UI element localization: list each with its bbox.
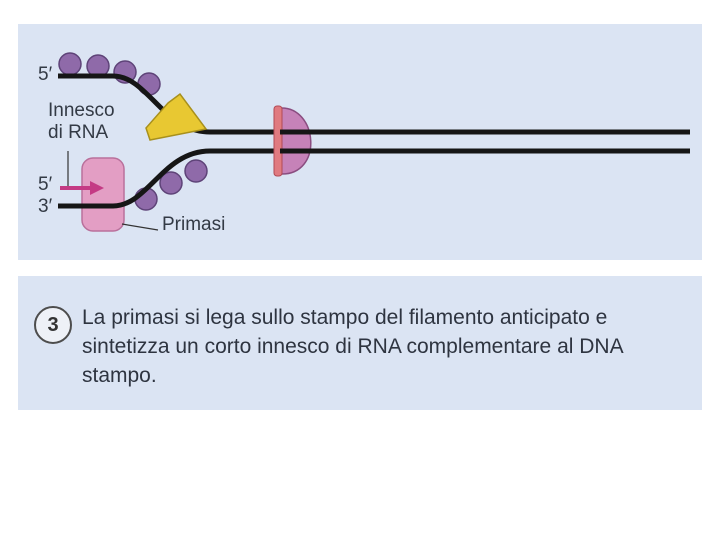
caption-panel: 3 La primasi si lega sullo stampo del fi… xyxy=(18,276,702,410)
primase-shape xyxy=(81,157,125,232)
caption-text: La primasi si lega sullo stampo del fila… xyxy=(82,306,623,387)
step-number-badge: 3 xyxy=(34,306,72,344)
synthesis-arrow-head xyxy=(90,181,104,195)
five-prime-label-bottom: 5′ xyxy=(38,174,53,195)
primase-label: Primasi xyxy=(162,214,226,235)
dna-bottom-strand xyxy=(58,148,690,209)
rna-primer-shape xyxy=(145,92,208,141)
three-prime-label-bottom: 3′ xyxy=(38,196,53,217)
helicase-shape xyxy=(273,105,312,177)
rna-primer-label-line1: Innesco xyxy=(48,100,115,121)
diagram-panel: 5′ Innesco di RNA 5′ 3′ Primasi xyxy=(18,24,702,260)
rna-primer-label-line2: di RNA xyxy=(48,122,109,143)
primase-pointer-line xyxy=(121,223,159,231)
five-prime-label-top: 5′ xyxy=(38,64,53,85)
replication-fork-diagram xyxy=(58,52,690,232)
dna-top-strand xyxy=(58,73,690,135)
